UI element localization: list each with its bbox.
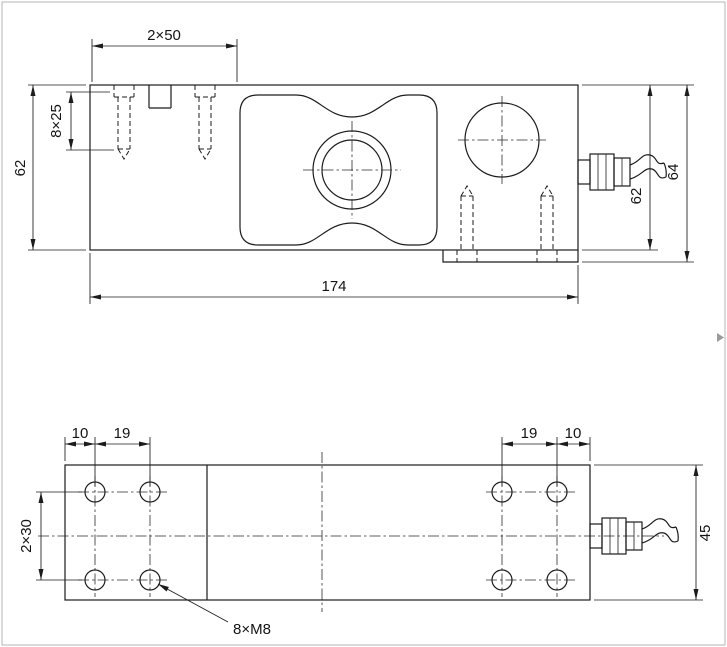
dimension-pitch-right: 19 — [501, 425, 558, 486]
dimension-height-right-outer: 64 — [582, 84, 694, 263]
dimension-row-pitch: 2×30 — [18, 491, 82, 581]
dimension-width: 45 — [594, 464, 714, 601]
dimension-edge-right: 10 — [557, 425, 591, 461]
gland-flange — [577, 159, 591, 185]
dimension-pitch-left: 19 — [95, 425, 151, 486]
top-detail-block — [148, 85, 172, 109]
cable-icon — [641, 518, 679, 544]
dim-label-8x25: 8×25 — [48, 104, 65, 138]
dim-label-45: 45 — [697, 525, 714, 542]
bottom-view: 10 19 19 10 2×30 — [18, 425, 714, 638]
dim-label-19-right: 19 — [521, 425, 538, 442]
dim-label-2x50: 2×50 — [147, 27, 181, 44]
hidden-bolt-right-2 — [536, 185, 558, 262]
leader-line — [157, 583, 229, 623]
dim-label-19-left: 19 — [114, 425, 131, 442]
dim-label-2x30: 2×30 — [18, 519, 35, 553]
body-plate — [89, 84, 579, 251]
dimension-top-spacing: 2×50 — [91, 27, 238, 82]
dimension-height-right-inner: 62 — [582, 85, 658, 251]
dim-label-62-left: 62 — [12, 160, 29, 177]
hidden-bolt-right-1 — [456, 185, 478, 262]
thread-hole — [546, 569, 568, 591]
cable-gland-bottom — [589, 517, 679, 555]
hidden-bolt-left-2 — [194, 85, 216, 160]
right-boss — [442, 250, 579, 263]
dimension-length: 174 — [89, 253, 579, 304]
frame-mark — [717, 333, 724, 342]
hidden-bolt-left-1 — [113, 85, 135, 160]
dim-label-62-right: 62 — [628, 188, 645, 205]
gland-hex-nut — [589, 153, 615, 191]
thread-hole — [139, 569, 161, 591]
cable-gland-top — [577, 153, 667, 191]
thread-callout: 8×M8 — [157, 583, 271, 638]
thread-callout-label: 8×M8 — [233, 621, 271, 638]
thread-hole — [491, 569, 513, 591]
dim-label-174: 174 — [321, 278, 346, 295]
dim-label-10-left: 10 — [72, 425, 89, 442]
dim-label-64: 64 — [665, 164, 682, 181]
spring-element-contour — [239, 94, 438, 246]
top-view: 2×50 8×25 62 174 62 — [12, 27, 694, 304]
dimension-edge-left: 10 — [64, 425, 96, 486]
thread-hole — [84, 569, 106, 591]
cable-icon — [629, 154, 667, 180]
dimension-hole-depth: 8×25 — [48, 91, 114, 151]
dim-label-10-right: 10 — [565, 425, 582, 442]
dimension-height-left: 62 — [12, 84, 86, 251]
top-view-body-outline — [89, 84, 579, 263]
